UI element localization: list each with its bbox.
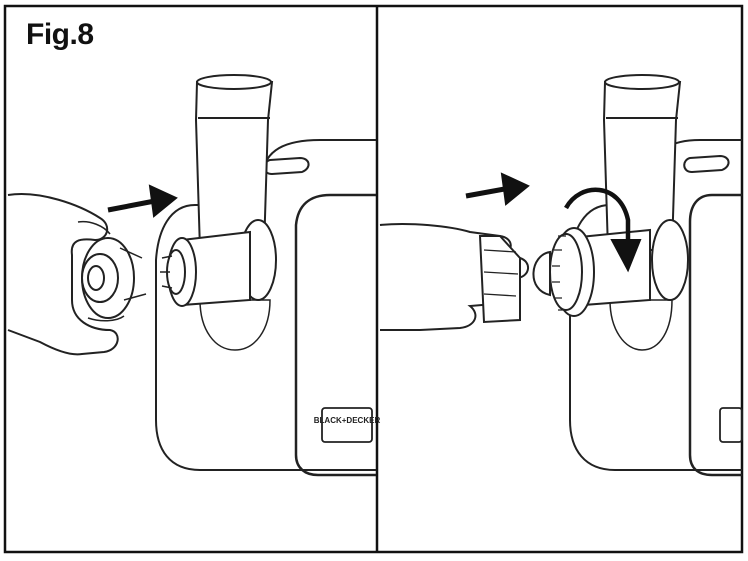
figure-label: Fig.8	[26, 18, 94, 51]
hand-left	[7, 193, 119, 356]
brand-badge-right	[719, 407, 743, 443]
brand-badge-left	[321, 407, 373, 443]
push-arrow-right	[465, 185, 511, 199]
cone-tip-right	[532, 250, 551, 297]
right-panel	[379, 74, 743, 477]
hand-right	[379, 223, 529, 331]
pusher-right	[478, 235, 521, 324]
power-switch-left	[263, 156, 310, 176]
brand-badge-text-left: BLACK+DECKER	[314, 416, 381, 425]
left-panel: BLACK+DECKER	[7, 74, 381, 477]
appliance-body-left	[155, 139, 376, 471]
appliance-front-edge-left	[294, 193, 376, 477]
power-switch-right	[683, 154, 730, 174]
rotate-arrow-right	[564, 187, 631, 246]
outer-border	[3, 4, 744, 554]
